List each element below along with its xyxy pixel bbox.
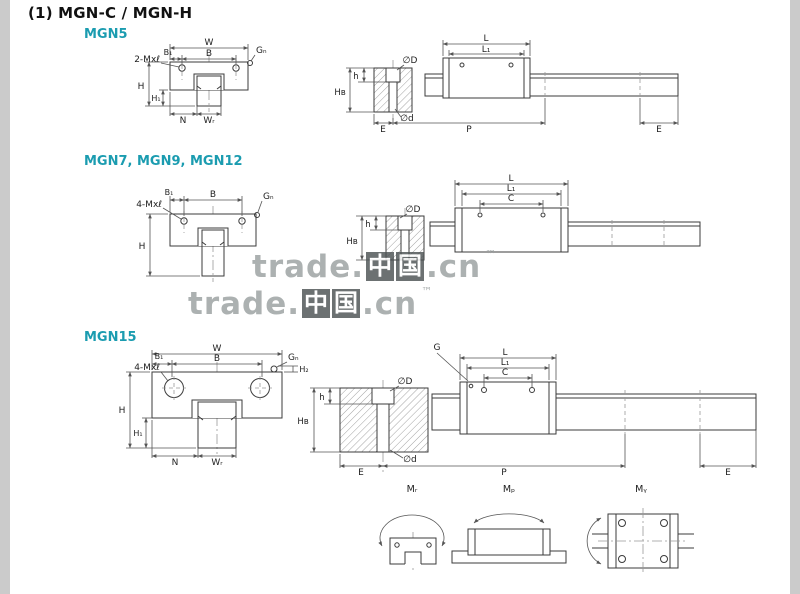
moment-my-diagram: Mᵧ xyxy=(586,484,694,574)
mgn15-cross-dim-h2: H₂ xyxy=(299,365,308,374)
mgn7-cross-dim-h: H xyxy=(139,242,146,252)
mgn7-side-dim-dd: ∅D xyxy=(406,205,421,215)
mgn5-side-dim-e1: E xyxy=(380,125,386,135)
trademark-symbol: ™ xyxy=(421,285,433,298)
mgn5-cross-dim-b: B xyxy=(206,49,212,59)
watermark-cn-char: 国 xyxy=(332,288,361,319)
mgn7-cross-dim-b: B xyxy=(210,190,216,200)
mgn15-side-dim-h: h xyxy=(319,393,324,403)
mgn5-cross-dim-h: H xyxy=(138,82,145,92)
mgn15-side-view-drawing: G L L₁ C ∅D h Hʙ ∅d E P E xyxy=(297,343,757,478)
mgn7-side-dim-l: L xyxy=(508,174,513,184)
mgn5-side-dim-d: ∅d xyxy=(400,114,414,124)
mgn5-cross-dim-gn: Gₙ xyxy=(256,46,267,56)
watermark-cn-char: 国 xyxy=(396,251,425,282)
mgn15-side-dim-g: G xyxy=(434,343,441,353)
mgn15-side-dim-e1: E xyxy=(358,468,364,478)
watermark-prefix: trade. xyxy=(252,248,365,285)
mgn5-side-dim-e2: E xyxy=(656,125,662,135)
mgn15-side-dim-c: C xyxy=(502,368,508,378)
moment-mp-label: Mₚ xyxy=(503,484,515,495)
mgn15-cross-dim-wr: Wᵣ xyxy=(211,458,223,468)
mgn15-cross-dim-n: N xyxy=(172,458,179,468)
moment-mp-diagram: Mₚ xyxy=(451,484,567,564)
section-label-mgn7: MGN7, MGN9, MGN12 xyxy=(84,154,243,169)
page-right-edge xyxy=(790,0,800,594)
mgn15-cross-dim-h1: H₁ xyxy=(133,429,142,438)
mgn15-side-dim-l: L xyxy=(502,348,507,358)
mgn7-cross-dim-gn: Gₙ xyxy=(263,192,274,202)
mgn15-cross-dim-b: B xyxy=(214,354,220,364)
mgn15-cross-dim-b1: B₁ xyxy=(155,352,164,361)
watermark-suffix: .cn xyxy=(362,285,418,322)
mgn7-side-dim-h: h xyxy=(365,220,370,230)
watermark-prefix: trade. xyxy=(188,285,301,322)
page-left-edge xyxy=(0,0,10,594)
mgn5-cross-section-drawing: W B₁ B Gₙ 2-Mxℓ H H₁ N Wᵣ xyxy=(134,38,267,126)
mgn7-cross-dim-b1: B₁ xyxy=(165,188,174,197)
mgn7-side-dim-l1: L₁ xyxy=(507,184,516,194)
mgn5-cross-dim-h1: H₁ xyxy=(151,94,160,103)
moment-my-label: Mᵧ xyxy=(635,484,647,495)
mgn15-side-dim-dd: ∅D xyxy=(398,377,413,387)
watermark-cn-char: 中 xyxy=(366,251,395,282)
mgn7-side-dim-hb: Hʙ xyxy=(346,237,357,247)
mgn15-cross-dim-gn: Gₙ xyxy=(288,353,299,363)
section-label-mgn15: MGN15 xyxy=(84,330,137,345)
watermark-suffix: .cn xyxy=(426,248,482,285)
mgn5-side-dim-hb: Hʙ xyxy=(334,88,345,98)
moment-mr-diagram: Mᵣ xyxy=(378,484,446,570)
mgn5-side-dim-dd: ∅D xyxy=(403,56,418,66)
mgn15-side-dim-hb: Hʙ xyxy=(297,417,308,427)
mgn15-side-dim-p: P xyxy=(501,468,507,478)
mgn15-cross-dim-screws: 4-Mxℓ xyxy=(134,363,160,373)
watermark-cn-char: 中 xyxy=(302,288,331,319)
mgn5-side-dim-l: L xyxy=(483,34,488,44)
mgn5-side-dim-p: P xyxy=(466,125,472,135)
page-title: (1) MGN-C / MGN-H xyxy=(28,4,193,22)
mgn15-cross-dim-w: W xyxy=(213,344,222,354)
mgn5-cross-dim-w: W xyxy=(205,38,214,48)
mgn15-cross-dim-h: H xyxy=(119,406,126,416)
trademark-symbol: ™ xyxy=(485,248,497,261)
mgn7-side-dim-c: C xyxy=(508,194,514,204)
mgn5-side-dim-h: h xyxy=(353,72,358,82)
mgn5-cross-dim-wr: Wᵣ xyxy=(203,116,215,126)
mgn15-side-dim-d: ∅d xyxy=(403,455,417,465)
mgn15-cross-section-drawing: W B₁ B Gₙ H₂ 4-Mxℓ H H₁ N Wᵣ xyxy=(119,344,309,468)
moment-mr-label: Mᵣ xyxy=(407,484,418,495)
mgn5-side-view-drawing: L L₁ ∅D h Hʙ ∅d E P E xyxy=(334,34,679,135)
mgn5-cross-dim-n: N xyxy=(180,116,187,126)
mgn5-side-dim-l1: L₁ xyxy=(482,45,491,55)
mgn15-side-dim-l1: L₁ xyxy=(501,358,510,368)
mgn15-side-dim-e2: E xyxy=(725,468,731,478)
mgn5-cross-dim-b1: B₁ xyxy=(164,48,173,57)
mgn7-cross-section-drawing: B₁ B Gₙ 4-Mxℓ H xyxy=(136,188,274,282)
mgn5-cross-dim-screws: 2-Mxℓ xyxy=(134,55,160,65)
section-label-mgn5: MGN5 xyxy=(84,27,128,42)
mgn7-cross-dim-screws: 4-Mxℓ xyxy=(136,200,162,210)
